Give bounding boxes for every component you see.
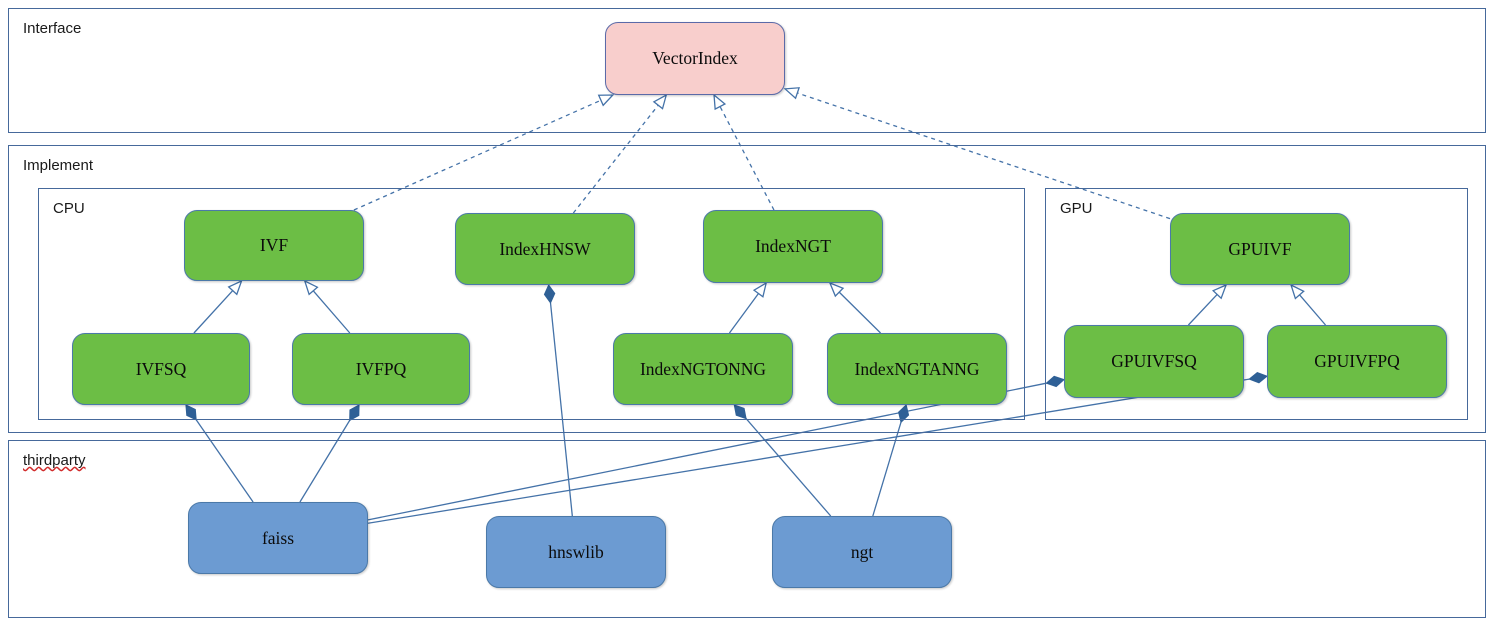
edge-line [745,418,832,517]
edge-indexngtanng-to-indexngt [828,281,882,334]
arrowhead-hollow-triangle [303,279,319,296]
edge-line [1299,294,1327,326]
node-ivfpq[interactable]: IVFPQ [292,333,470,405]
edge-line [549,302,573,517]
group-box-implement [8,145,1486,433]
arrowhead-hollow-triangle [227,279,243,296]
edge-line [367,378,1250,524]
arrowhead-hollow-triangle [1212,283,1228,300]
edge-line [728,293,760,334]
group-box-thirdparty [8,440,1486,618]
group-label-cpu: CPU [53,200,85,217]
edge-ivf-to-vectorindex [353,94,615,211]
arrowhead-filled-diamond [349,404,360,422]
edge-ngt-to-indexngtanng [872,404,910,517]
arrowhead-filled-diamond [898,404,910,424]
edge-line [872,422,902,517]
edge-line [1187,294,1218,326]
node-hnswlib[interactable]: hnswlib [486,516,666,588]
arrowhead-filled-diamond [733,404,747,420]
arrowhead-hollow-triangle [828,281,845,298]
edge-gpuivf-to-vectorindex [783,87,1171,220]
group-box-gpu [1045,188,1468,420]
node-ivfsq[interactable]: IVFSQ [72,333,250,405]
arrowhead-hollow-triangle [652,93,668,110]
edge-faiss-to-ivfpq [299,404,360,503]
group-box-cpu [38,188,1025,420]
arrowhead-hollow-triangle [713,93,727,111]
edge-line [838,291,882,334]
node-indexngtonng[interactable]: IndexNGTONNG [613,333,793,405]
node-gpuivfsq[interactable]: GPUIVFSQ [1064,325,1244,398]
group-label-interface: Interface [23,20,82,37]
edge-ngt-to-indexngtonng [733,404,832,517]
arrowhead-filled-diamond [1045,375,1065,388]
node-indexngt[interactable]: IndexNGT [703,210,883,283]
edge-gpuivfpq-to-gpuivf [1289,283,1327,326]
edge-gpuivfsq-to-gpuivf [1187,283,1228,326]
node-ivf[interactable]: IVF [184,210,364,281]
edge-line [719,106,775,211]
node-gpuivfpq[interactable]: GPUIVFPQ [1267,325,1447,398]
group-label-gpu: GPU [1060,200,1093,217]
node-ngt[interactable]: ngt [772,516,952,588]
node-faiss[interactable]: faiss [188,502,368,574]
arrowhead-hollow-triangle [1289,283,1305,300]
group-label-implement: Implement [23,157,94,174]
edge-indexngtonng-to-indexngt [728,281,768,334]
group-label-thirdparty: thirdparty [23,452,86,469]
node-vectorindex[interactable]: VectorIndex [605,22,785,95]
arrowhead-hollow-triangle [597,94,615,107]
edge-hnswlib-to-indexhnsw [543,284,573,517]
edge-line [195,419,254,503]
edge-ivfsq-to-ivf [193,279,243,334]
arrowhead-filled-diamond [543,284,556,304]
edge-faiss-to-gpuivfpq [367,371,1268,524]
node-indexhnsw[interactable]: IndexHNSW [455,213,635,285]
edge-line [312,290,351,334]
arrowhead-hollow-triangle [752,281,768,298]
arrowhead-hollow-triangle [783,87,801,100]
edge-line [299,420,351,503]
node-gpuivf[interactable]: GPUIVF [1170,213,1350,285]
edge-line [797,92,1171,220]
arrowhead-filled-diamond [1248,371,1268,384]
edge-indexhnsw-to-vectorindex [572,93,668,214]
edge-indexngt-to-vectorindex [713,93,775,211]
edge-line [572,104,659,214]
group-box-interface [8,8,1486,133]
edge-line [193,290,234,334]
node-indexngtanng[interactable]: IndexNGTANNG [827,333,1007,405]
edge-ivfpq-to-ivf [303,279,351,334]
edge-line [353,99,602,211]
edge-faiss-to-gpuivfsq [367,375,1065,521]
edge-line [367,382,1047,521]
